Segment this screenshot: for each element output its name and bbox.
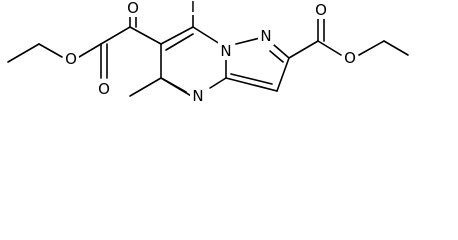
bond bbox=[129, 26, 162, 45]
bond bbox=[317, 40, 342, 56]
bond bbox=[192, 26, 221, 45]
atom-label-bg bbox=[125, 0, 141, 17]
bond bbox=[38, 43, 63, 58]
bond bbox=[358, 40, 385, 56]
bond bbox=[165, 33, 194, 51]
bond bbox=[288, 40, 319, 59]
bond bbox=[269, 50, 284, 63]
atom-label-bg bbox=[190, 87, 206, 105]
ester2-carbonyl-oxygen: O bbox=[315, 1, 327, 19]
bond bbox=[235, 37, 261, 45]
bond-layer bbox=[7, 11, 409, 98]
ester2-ether-oxygen: O bbox=[344, 49, 356, 67]
bond bbox=[273, 44, 290, 59]
atom-label-bg bbox=[218, 42, 234, 60]
atom-label-bg bbox=[342, 49, 358, 67]
bond bbox=[100, 26, 131, 45]
bond bbox=[209, 77, 227, 89]
molecule-svg: O O O I N N N O O bbox=[7, 0, 409, 105]
bond bbox=[160, 26, 194, 45]
bridge-nitrogen: N bbox=[220, 42, 231, 60]
bond bbox=[78, 43, 102, 58]
atom-label-bg bbox=[186, 0, 200, 15]
bond bbox=[230, 73, 273, 85]
bond bbox=[225, 77, 278, 92]
atom-layer: O O O I N N N O O bbox=[63, 0, 358, 105]
pyrimidine-nitrogen: N bbox=[192, 87, 203, 105]
pyrazole-nitrogen: N bbox=[260, 27, 271, 45]
bond bbox=[129, 77, 162, 97]
oxo-oxygen: O bbox=[127, 0, 139, 17]
bond bbox=[276, 57, 290, 92]
atom-label-bg bbox=[258, 27, 274, 45]
atom-label-bg bbox=[63, 50, 79, 68]
ester1-ether-oxygen: O bbox=[65, 50, 77, 68]
structure-diagram: O O O I N N N O O bbox=[7, 0, 409, 105]
ester1-carbonyl-oxygen: O bbox=[98, 80, 110, 98]
atom-label-bg bbox=[96, 80, 112, 98]
bond bbox=[383, 40, 409, 56]
atom-label-bg bbox=[313, 1, 329, 19]
iodine-atom: I bbox=[191, 0, 195, 16]
bond bbox=[7, 43, 40, 63]
bond bbox=[162, 78, 187, 93]
